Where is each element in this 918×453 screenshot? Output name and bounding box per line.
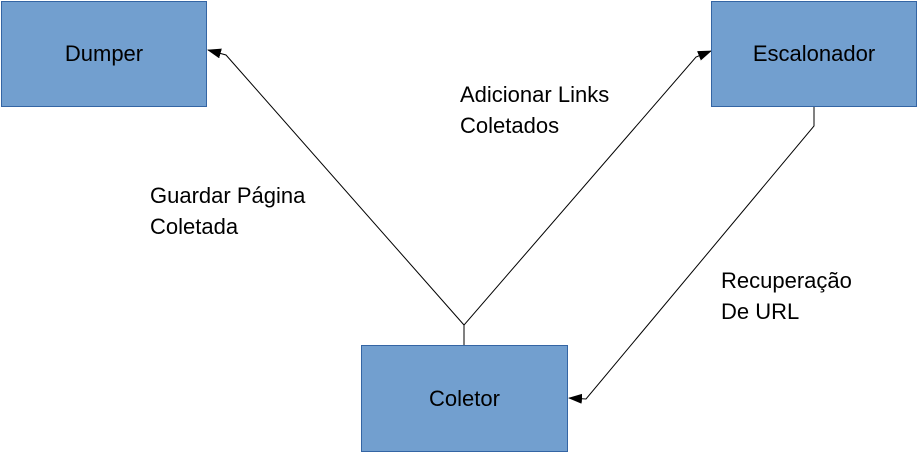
edge-label-adicionar-links-line1: Adicionar Links	[460, 82, 610, 107]
edge-label-guardar-pagina-line1: Guardar Página	[150, 183, 306, 208]
edge-label-recuperacao-url-line1: Recuperação	[721, 268, 852, 293]
edge-label-guardar-pagina: Guardar Página Coletada	[150, 180, 305, 242]
node-escalonador[interactable]: Escalonador	[711, 1, 917, 107]
arrow-coletor-to-dumper	[207, 48, 465, 326]
node-dumper-label: Dumper	[64, 41, 144, 66]
node-escalonador-label: Escalonador	[752, 41, 876, 66]
edge-label-guardar-pagina-line2: Coletada	[150, 214, 239, 239]
edge-label-adicionar-links: Adicionar Links Coletados	[460, 79, 609, 141]
edge-label-adicionar-links-line2: Coletados	[460, 113, 560, 138]
node-dumper[interactable]: Dumper	[1, 1, 207, 107]
arrow-escalonador-to-coletor	[568, 107, 815, 404]
arrow-coletor-to-escalonador	[463, 50, 712, 345]
node-coletor[interactable]: Coletor	[361, 345, 568, 452]
node-coletor-label: Coletor	[429, 385, 500, 411]
edge-label-recuperacao-url-line2: De URL	[721, 299, 800, 324]
edge-label-recuperacao-url: Recuperação De URL	[721, 265, 852, 327]
